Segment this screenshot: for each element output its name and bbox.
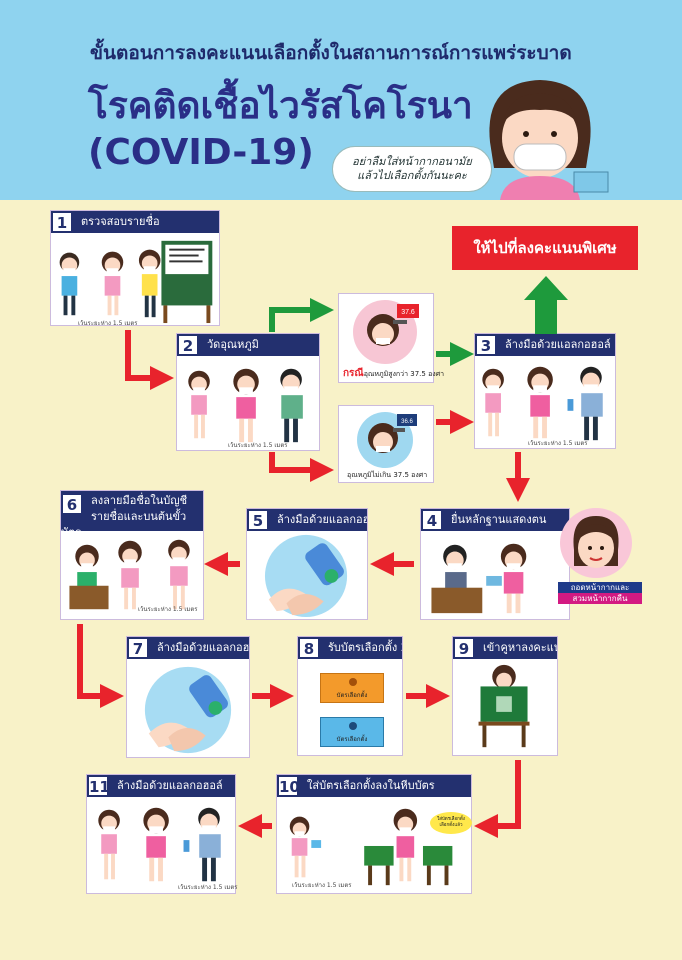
mask-note-line1: ถอดหน้ากากและ bbox=[558, 582, 642, 593]
distance-note-step2: เว้นระยะห่าง 1.5 เมตร bbox=[228, 442, 288, 449]
ballot-card-orange-emblem bbox=[349, 678, 357, 686]
ballot-box-scene bbox=[289, 808, 453, 886]
speech-bubble: อย่าลืมใส่หน้ากากอนามัย แล้วไปเลือกตั้งก… bbox=[332, 146, 492, 192]
show-id-scene bbox=[431, 543, 527, 614]
header-banner: ขั้นตอนการลงคะแนนเลือกตั้งในสถานการณ์การ… bbox=[0, 0, 682, 200]
sign-name-scene bbox=[69, 539, 190, 610]
step-4-bar: 4 ยื่นหลักฐานแสดงตน bbox=[421, 509, 569, 531]
step-9-bar: 9 เข้าคูหาลงคะแนน bbox=[453, 637, 557, 659]
ballot-box-note: ใส่บัตรเลือกตั้ง เลือกตั้งแล้ว bbox=[430, 812, 472, 834]
girl-with-mask-illustration bbox=[489, 80, 609, 200]
step-3-label: ล้างมือด้วยแอลกอฮอล์ bbox=[505, 338, 611, 351]
speech-bubble-line2: แล้วไปเลือกตั้งกันนะคะ bbox=[357, 169, 467, 182]
step-3-panel: 3 ล้างมือด้วยแอลกอฮอล์ bbox=[474, 333, 616, 449]
mask-off-face-illustration bbox=[573, 516, 619, 568]
step-2-panel: 2 วัดอุณหภูมิ bbox=[176, 333, 320, 451]
step-11-label: ล้างมือด้วยแอลกอฮอล์ bbox=[117, 779, 223, 792]
temp-high-prefix: กรณี bbox=[343, 368, 364, 379]
step-10-bar: 10 ใส่บัตรเลือกตั้งลงในหีบบัตร bbox=[277, 775, 471, 797]
step-11-panel: 11 ล้างมือด้วยแอลกอฮอล์ bbox=[86, 774, 236, 894]
step-3-bar: 3 ล้างมือด้วยแอลกอฮอล์ bbox=[475, 334, 615, 356]
arrow-3-to-special bbox=[524, 276, 568, 334]
step-4-panel: 4 ยื่นหลักฐานแสดงตน bbox=[420, 508, 570, 620]
step-9-label: เข้าคูหาลงคะแนน bbox=[483, 641, 557, 654]
step-6-label: ลงลายมือชื่อในบัญชี รายชื่อและบนต้นขั้วบ… bbox=[61, 494, 188, 531]
poster-title: โรคติดเชื้อไวรัสโคโรนา bbox=[88, 84, 473, 127]
step-2-number: 2 bbox=[177, 334, 199, 356]
distance-note-step6: เว้นระยะห่าง 1.5 เมตร bbox=[138, 606, 198, 613]
special-vote-box: ให้ไปที่ลงคะแนนพิเศษ bbox=[452, 226, 638, 270]
step-9-panel: 9 เข้าคูหาลงคะแนน bbox=[452, 636, 558, 756]
mask-note: ถอดหน้ากากและ สวมหน้ากากคืน bbox=[558, 582, 642, 604]
step-9-number: 9 bbox=[453, 637, 475, 659]
ballot-card-blue-emblem bbox=[349, 722, 357, 730]
voting-booth-scene bbox=[478, 664, 530, 748]
step-1-label: ตรวจสอบรายชื่อ bbox=[81, 215, 160, 228]
step-10-panel: 10 ใส่บัตรเลือกตั้งลงในหีบบัตร bbox=[276, 774, 472, 894]
step-3-number: 3 bbox=[475, 334, 497, 356]
step-8-label: รับบัตรเลือกตั้ง 2 ใบ bbox=[328, 641, 402, 654]
temp-high-reading: 37.6 bbox=[401, 309, 415, 316]
step-10-number: 10 bbox=[277, 775, 300, 797]
hand-sanitize-scene-11 bbox=[98, 807, 221, 882]
step-1-bar: 1 ตรวจสอบรายชื่อ bbox=[51, 211, 219, 233]
step-5-label: ล้างมือด้วยแอลกอฮอล์ bbox=[277, 513, 367, 526]
step-2-bar: 2 วัดอุณหภูมิ bbox=[177, 334, 319, 356]
poster-title-code: (COVID-19) bbox=[88, 132, 314, 173]
step-7-panel: 7 ล้างมือด้วยแอลกอฮอล์ bbox=[126, 636, 250, 758]
arrow-6-to-7 bbox=[77, 624, 124, 708]
temp-normal-illustration: 36.6 bbox=[357, 412, 417, 468]
arrow-2-to-high bbox=[269, 298, 334, 332]
check-list-scene bbox=[59, 240, 213, 324]
distance-note-step1: เว้นระยะห่าง 1.5 เมตร bbox=[78, 320, 138, 327]
step-7-number: 7 bbox=[127, 637, 149, 659]
speech-bubble-line1: อย่าลืมใส่หน้ากากอนามัย bbox=[352, 155, 472, 168]
temp-high-caption: กรณีอุณหภูมิสูงกว่า 37.5 องศา bbox=[343, 366, 444, 381]
hand-sanitizer-illustration-7 bbox=[144, 666, 232, 754]
temp-high-panel: 37.6 กรณีอุณหภูมิสูงกว่า 37.5 องศา bbox=[338, 293, 444, 383]
poster-subtitle: ขั้นตอนการลงคะแนนเลือกตั้งในสถานการณ์การ… bbox=[90, 42, 572, 64]
temp-high-text: อุณหภูมิสูงกว่า 37.5 องศา bbox=[363, 370, 445, 378]
temp-normal-caption: อุณหภูมิไม่เกิน 37.5 องศา bbox=[347, 471, 428, 479]
ballot-card-blue-label: บัตรเลือกตั้ง bbox=[336, 736, 368, 743]
step-10-label: ใส่บัตรเลือกตั้งลงในหีบบัตร bbox=[307, 779, 435, 792]
arrow-2-to-normal bbox=[269, 452, 334, 482]
ballot-box-note-line1: ใส่บัตรเลือกตั้ง bbox=[437, 817, 465, 822]
step-4-label: ยื่นหลักฐานแสดงตน bbox=[451, 513, 547, 526]
temperature-check-scene bbox=[188, 368, 303, 443]
step-8-panel: 8 รับบัตรเลือกตั้ง 2 ใบ บัตรเลือกตั้ง บัต… bbox=[297, 636, 403, 756]
step-8-number: 8 bbox=[298, 637, 320, 659]
step-7-label: ล้างมือด้วยแอลกอฮอล์ bbox=[157, 641, 249, 654]
ballot-card-blue: บัตรเลือกตั้ง bbox=[320, 717, 384, 747]
distance-note-step3: เว้นระยะห่าง 1.5 เมตร bbox=[528, 440, 588, 447]
ballot-card-orange-label: บัตรเลือกตั้ง bbox=[336, 692, 368, 699]
step-1-number: 1 bbox=[51, 211, 73, 233]
step-4-number: 4 bbox=[421, 509, 443, 531]
mask-off-face bbox=[560, 508, 632, 578]
ballot-box-note-line2: เลือกตั้งแล้ว bbox=[439, 823, 463, 828]
step-5-panel: 5 ล้างมือด้วยแอลกอฮอล์ bbox=[246, 508, 368, 620]
arrow-1-to-2 bbox=[125, 330, 174, 390]
step-2-label: วัดอุณหภูมิ bbox=[207, 338, 259, 351]
step-6-number: 6 bbox=[61, 493, 83, 515]
arrow-9-to-10 bbox=[474, 760, 521, 838]
mask-note-line2: สวมหน้ากากคืน bbox=[558, 593, 642, 604]
temp-normal-panel: 36.6 อุณหภูมิไม่เกิน 37.5 องศา bbox=[338, 405, 434, 483]
step-8-bar: 8 รับบัตรเลือกตั้ง 2 ใบ bbox=[298, 637, 402, 659]
step-5-number: 5 bbox=[247, 509, 269, 531]
distance-note-step11: เว้นระยะห่าง 1.5 เมตร bbox=[178, 884, 238, 891]
temp-high-illustration: 37.6 bbox=[353, 300, 419, 364]
step-11-bar: 11 ล้างมือด้วยแอลกอฮอล์ bbox=[87, 775, 235, 797]
step-7-bar: 7 ล้างมือด้วยแอลกอฮอล์ bbox=[127, 637, 249, 659]
step-5-bar: 5 ล้างมือด้วยแอลกอฮอล์ bbox=[247, 509, 367, 531]
distance-note-step10: เว้นระยะห่าง 1.5 เมตร bbox=[292, 882, 352, 889]
ballot-card-orange: บัตรเลือกตั้ง bbox=[320, 673, 384, 703]
hand-sanitizer-illustration-5 bbox=[264, 534, 348, 618]
step-11-number: 11 bbox=[87, 775, 110, 797]
temp-normal-reading: 36.6 bbox=[401, 419, 413, 425]
hand-sanitize-scene-3 bbox=[482, 366, 603, 441]
step-1-panel: 1 ตรวจสอบรายชื่อ bbox=[50, 210, 220, 326]
